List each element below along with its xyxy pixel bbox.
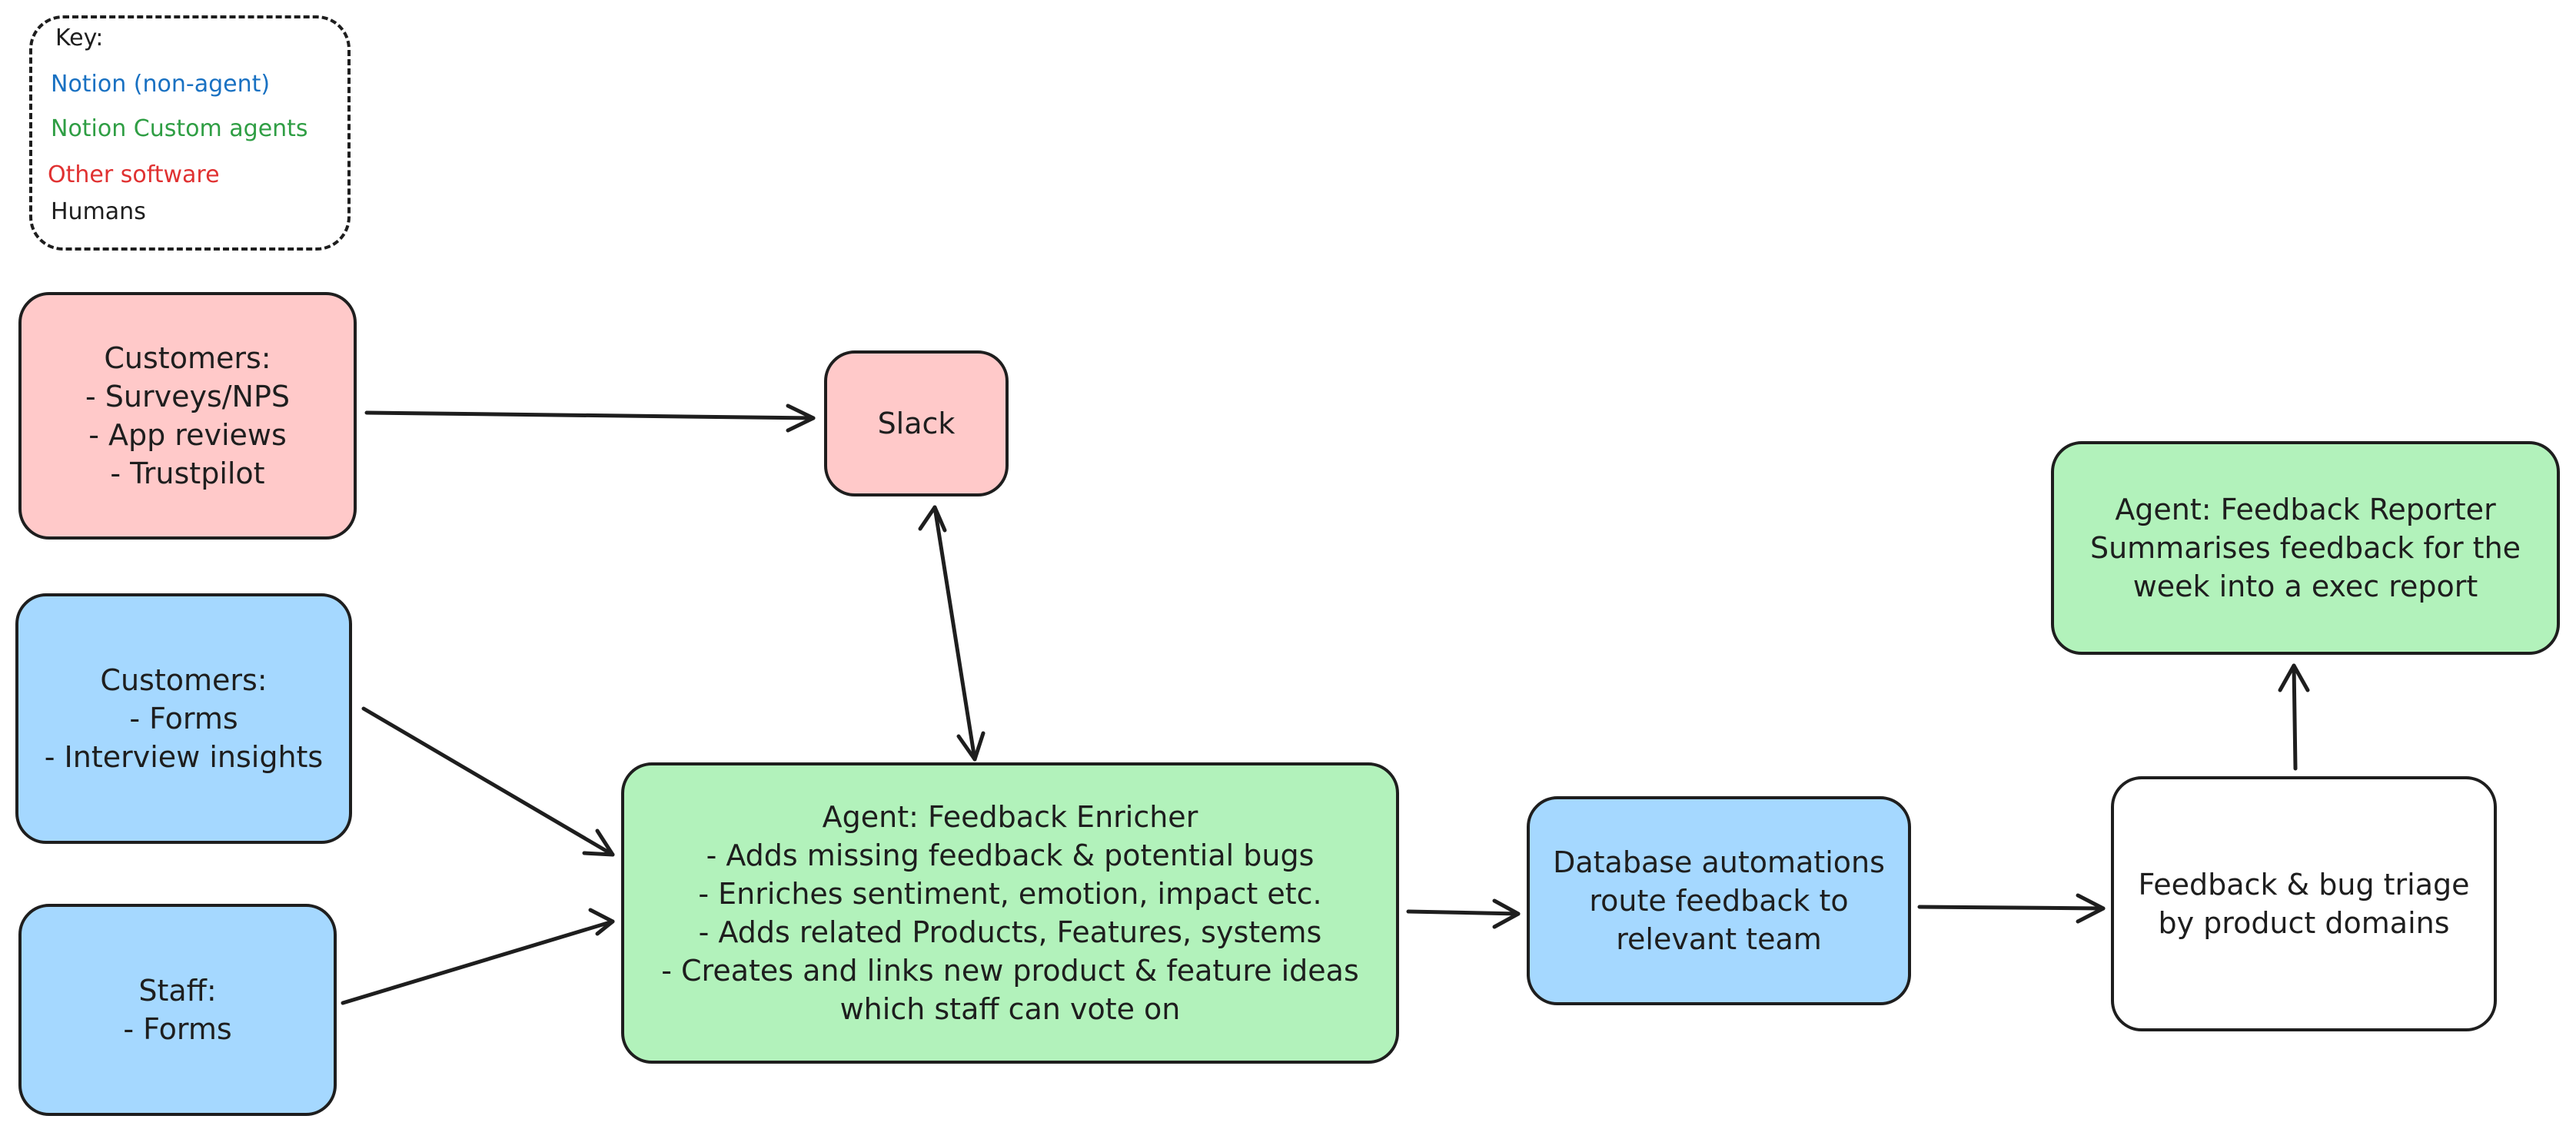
node-line: week into a exec report (2132, 569, 2478, 603)
node-line: - Adds related Products, Features, syste… (698, 915, 1322, 949)
node-staff-forms[interactable]: Staff: - Forms (18, 904, 337, 1116)
node-customers-surveys[interactable]: Customers: - Surveys/NPS - App reviews -… (18, 292, 357, 540)
node-line: Slack (877, 407, 956, 440)
node-line: - Creates and links new product & featur… (661, 954, 1359, 988)
node-line: - Adds missing feedback & potential bugs (706, 838, 1315, 872)
node-line: Customers: (104, 341, 271, 375)
legend-entry-other-software: Other software (48, 161, 220, 188)
node-feedback-enricher[interactable]: Agent: Feedback Enricher - Adds missing … (621, 762, 1399, 1064)
legend-entry-humans: Humans (51, 198, 146, 225)
node-line: route feedback to (1589, 884, 1849, 918)
node-line: which staff can vote on (839, 992, 1181, 1026)
legend-title: Key: (55, 25, 104, 51)
node-line: - Forms (129, 702, 238, 736)
legend-entry-notion-non-agent: Notion (non-agent) (51, 71, 271, 98)
node-slack[interactable]: Slack (824, 350, 1009, 496)
node-line: - App reviews (88, 418, 287, 452)
node-feedback-reporter[interactable]: Agent: Feedback Reporter Summarises feed… (2051, 441, 2560, 655)
node-feedback-triage[interactable]: Feedback & bug triage by product domains (2111, 776, 2497, 1031)
node-line: by product domains (2158, 906, 2450, 940)
node-line: - Forms (123, 1012, 232, 1046)
arrow-customers-surveys-to-slack (364, 403, 816, 433)
legend-entry-notion-custom-agents: Notion Custom agents (51, 115, 308, 142)
node-database-automations[interactable]: Database automations route feedback to r… (1527, 796, 1911, 1005)
arrow-staff-forms-to-enricher (341, 908, 615, 1005)
arrow-enricher-to-database (1406, 898, 1521, 929)
node-line: Agent: Feedback Reporter (2115, 493, 2496, 526)
arrow-customers-forms-to-enricher (361, 706, 615, 857)
arrow-triage-to-reporter (2278, 663, 2310, 771)
node-line: Feedback & bug triage (2138, 868, 2470, 902)
arrow-database-to-triage (1917, 893, 2106, 924)
node-line: Customers: (100, 663, 268, 697)
arrow-slack-enricher-bidirectional (918, 505, 986, 762)
node-line: relevant team (1616, 922, 1822, 956)
node-line: - Interview insights (44, 740, 324, 774)
node-line: Summarises feedback for the (2089, 531, 2521, 565)
node-line: - Surveys/NPS (85, 380, 291, 413)
node-line: Staff: (138, 974, 217, 1008)
node-line: - Enriches sentiment, emotion, impact et… (698, 877, 1322, 911)
node-line: Agent: Feedback Enricher (822, 800, 1198, 834)
node-line: Database automations (1553, 845, 1885, 879)
node-line: - Trustpilot (110, 457, 265, 490)
legend-box: Key: Notion (non-agent) Notion Custom ag… (29, 15, 351, 251)
node-customers-forms[interactable]: Customers: - Forms - Interview insights (15, 593, 352, 844)
